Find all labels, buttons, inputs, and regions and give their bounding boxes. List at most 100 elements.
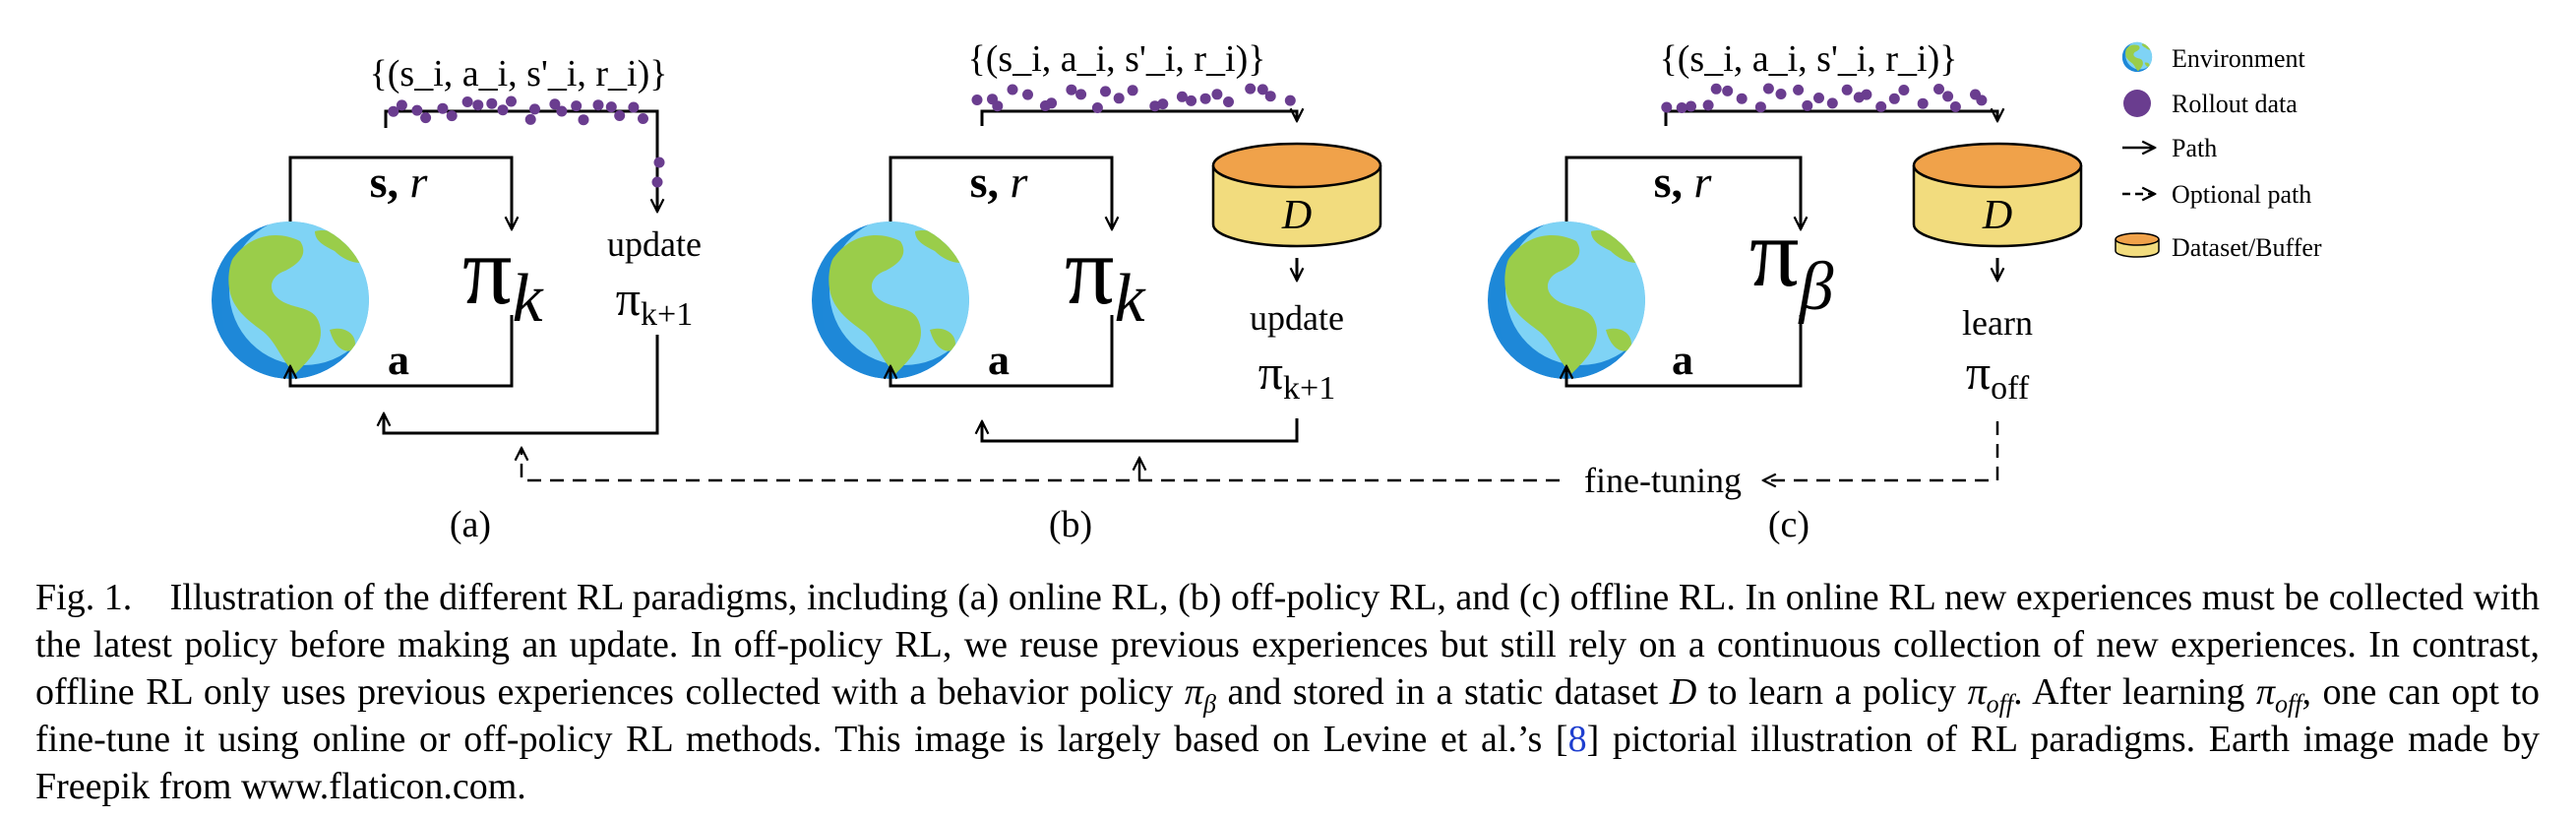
rollout-dot [1007, 84, 1018, 95]
environment-icon [1488, 216, 1655, 379]
citation-link[interactable]: 8 [1567, 719, 1587, 760]
behavior-policy-symbol: πβ [1184, 671, 1216, 719]
state-reward-label: s, r [370, 157, 429, 207]
environment-icon [212, 216, 379, 379]
caption-text: and stored in a static dataset [1227, 671, 1659, 713]
rollout-dot [1933, 84, 1944, 94]
rollout-dot [1661, 101, 1673, 113]
rollout-dot [1754, 101, 1766, 113]
rollout-dot [614, 110, 626, 121]
caption-text: to learn a policy [1707, 671, 1957, 713]
rollout-dot [396, 99, 407, 111]
learn-label: learn [1962, 303, 2033, 343]
rollout-dot [524, 113, 536, 125]
rollout-dot [486, 97, 498, 109]
action-label: a [988, 336, 1010, 384]
rollout-dot [1686, 100, 1696, 112]
dataset-symbol: D [1669, 671, 1697, 713]
state-reward-label: s, r [970, 157, 1029, 207]
rollout-dot [1211, 89, 1223, 100]
rollout-dot [1066, 84, 1077, 95]
svg-text:D: D [1982, 193, 2012, 238]
rollout-dot [1100, 86, 1111, 97]
legend-environment-label: Environment [2172, 44, 2306, 73]
rollout-dot [971, 94, 983, 105]
rollout-dot [1091, 102, 1103, 113]
fine-tuning-label: fine-tuning [1584, 461, 1742, 500]
rollout-dot [437, 102, 449, 114]
rl-paradigms-figure: s, r a πk {(s_i, a_i, s'_i, r_i)} update… [0, 38, 2322, 545]
rollout-points [388, 95, 665, 188]
policy-symbol: πk [462, 216, 545, 337]
panel-label: (b) [1049, 504, 1092, 545]
rollout-dot [1841, 84, 1853, 95]
environment-icon [2122, 41, 2154, 73]
panel-c: s, r a πβ {(s_i, a_i, s'_i, r_i)} D lear… [1488, 38, 2083, 545]
rollout-dot [1942, 91, 1954, 102]
legend-rollout-label: Rollout data [2172, 90, 2298, 118]
panel-a: s, r a πk {(s_i, a_i, s'_i, r_i)} update… [212, 53, 702, 545]
rollout-dot-icon [2123, 90, 2151, 117]
figure-label: Fig. 1. [35, 577, 133, 618]
rollout-dot [1710, 83, 1722, 94]
legend-path-label: Path [2172, 134, 2217, 162]
rollout-dot [1826, 97, 1838, 109]
dataset-cylinder: D [1912, 142, 2083, 248]
rollout-dot [1702, 99, 1714, 111]
update-label: update [607, 224, 702, 264]
rollout-dot [653, 157, 665, 168]
rollout-dot [1813, 93, 1824, 103]
rollout-dot [556, 105, 568, 117]
rollout-dot [1046, 97, 1058, 109]
rollout-dot [1186, 94, 1197, 106]
legend-optional-path-label: Optional path [2172, 180, 2311, 209]
rollout-dot [1976, 94, 1988, 106]
caption-text: Illustration of the different RL paradig… [35, 577, 2540, 713]
rollout-dot [1257, 84, 1268, 95]
rollout-dot [1802, 99, 1813, 111]
learned-policy-symbol: πoff [1966, 345, 2030, 407]
rollout-dot [1949, 101, 1961, 112]
rollout-points [971, 83, 1296, 113]
fine-tuning-path: fine-tuning [521, 421, 1999, 500]
rollout-dot [461, 96, 473, 107]
rollout-dot [1793, 84, 1805, 95]
panel-b: s, r a πk {(s_i, a_i, s'_i, r_i)} D upda… [812, 38, 1382, 545]
rollout-dot [1722, 85, 1734, 96]
rollout-dot [420, 112, 432, 124]
rollout-dot [1775, 89, 1787, 99]
rollout-dot [578, 114, 589, 126]
rollout-dot [472, 99, 484, 111]
rollout-dot [638, 113, 648, 124]
rollout-dot [549, 98, 561, 110]
next-policy-symbol: πk+1 [1258, 345, 1335, 407]
rollout-dot [506, 95, 517, 107]
rollout-dot [1113, 93, 1125, 104]
rollout-dot [1199, 93, 1211, 104]
rollout-dot [1676, 102, 1687, 113]
caption-text: ] pictorial illustration of RL paradigms… [35, 719, 2540, 807]
rollout-dot [1245, 83, 1257, 94]
offline-policy-symbol: πoff [2255, 671, 2302, 719]
environment-icon [812, 216, 979, 379]
rollout-dot [1888, 93, 1900, 104]
rollout-dot [1875, 100, 1887, 112]
rollout-dot [1264, 91, 1276, 102]
rollout-dot [1022, 89, 1033, 100]
offline-policy-symbol: πoff [1967, 671, 2014, 719]
rollout-dot [1861, 89, 1872, 100]
rollout-points [1661, 83, 1988, 113]
rollout-dot [1176, 91, 1188, 102]
policy-symbol: πβ [1749, 198, 1834, 325]
action-label: a [1672, 336, 1693, 384]
rollout-dot [1127, 85, 1138, 96]
dataset-icon [2115, 232, 2160, 258]
rollout-dot [1157, 98, 1169, 110]
rollout-dot [1736, 93, 1748, 104]
caption-text: . After learning [2013, 671, 2245, 713]
rollout-dot [592, 99, 604, 111]
legend-dataset-label: Dataset/Buffer [2172, 233, 2322, 262]
rollout-dot [1917, 97, 1929, 109]
legend: Environment Rollout data Path Optional p… [2115, 41, 2322, 262]
panel-label: (a) [450, 504, 491, 545]
